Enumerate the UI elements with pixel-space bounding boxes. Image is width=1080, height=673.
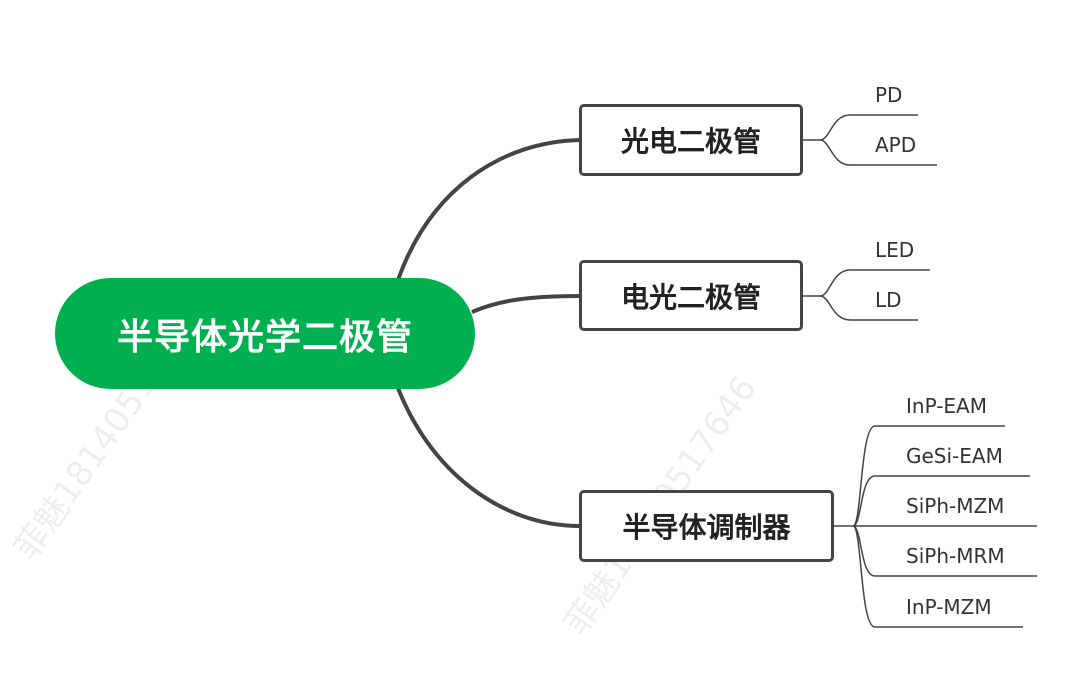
- connector-root-branch1: [396, 138, 581, 281]
- connector-ld: [819, 295, 918, 321]
- connector-inp-mzm: [852, 525, 1023, 628]
- root-node[interactable]: 半导体光学二极管: [55, 278, 475, 389]
- leaf-node[interactable]: LD: [875, 288, 902, 312]
- leaf-node[interactable]: GeSi-EAM: [906, 444, 1003, 468]
- leaf-node[interactable]: InP-MZM: [906, 595, 992, 619]
- connector-led: [802, 269, 930, 297]
- leaf-node[interactable]: InP-EAM: [906, 394, 987, 418]
- connector-apd: [819, 139, 937, 166]
- leaf-node[interactable]: LED: [875, 238, 915, 262]
- leaf-node[interactable]: APD: [875, 133, 917, 157]
- connector-gesi-eam: [852, 475, 1030, 527]
- branch-node-photodiode[interactable]: 光电二极管: [579, 104, 803, 176]
- branch-node-light-emitting-diode[interactable]: 电光二极管: [579, 260, 803, 331]
- connector-root-branch3: [396, 387, 581, 528]
- connector-siph-mrm: [852, 525, 1037, 577]
- leaf-node[interactable]: SiPh-MZM: [906, 494, 1005, 518]
- leaf-node[interactable]: PD: [875, 83, 903, 107]
- branch-node-modulator[interactable]: 半导体调制器: [579, 490, 834, 562]
- leaf-node[interactable]: SiPh-MRM: [906, 544, 1005, 568]
- connector-root-branch2: [471, 294, 581, 314]
